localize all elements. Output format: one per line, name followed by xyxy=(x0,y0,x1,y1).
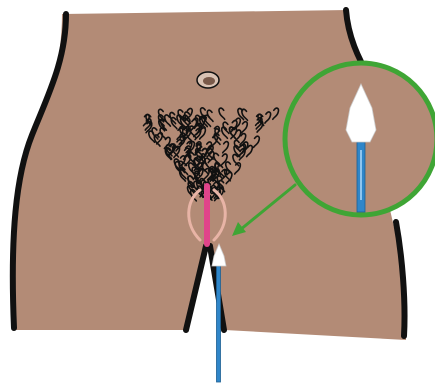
navel xyxy=(197,72,219,88)
swab-shaft xyxy=(217,266,221,382)
magnifier-swab-stripe xyxy=(360,150,362,200)
navel-inner xyxy=(203,77,215,85)
magnifier-icon xyxy=(285,63,435,215)
